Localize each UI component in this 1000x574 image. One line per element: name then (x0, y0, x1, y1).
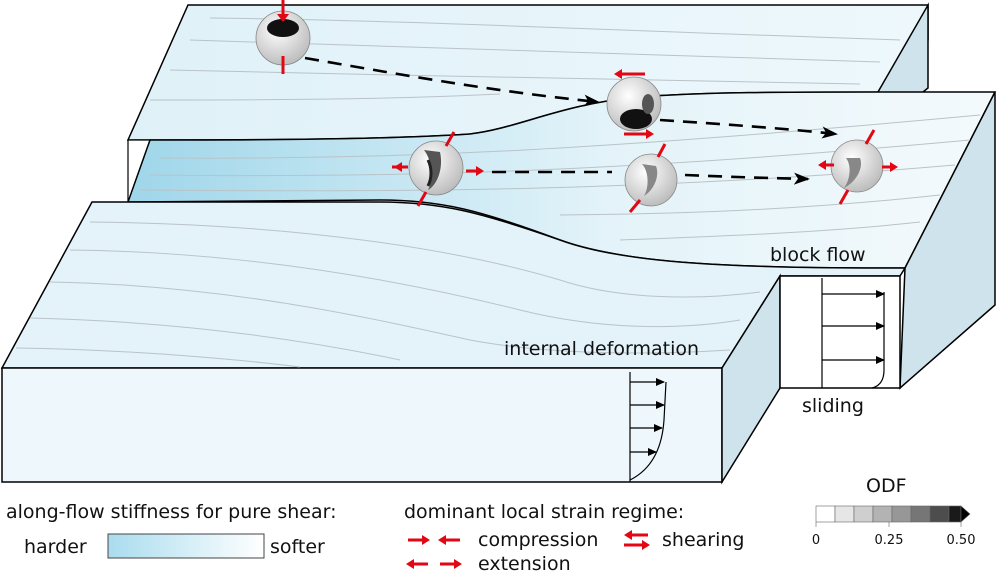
block-flow-label: block flow (770, 244, 866, 266)
block-flow-face (779, 275, 901, 389)
stiffness-colorbar (107, 533, 265, 559)
sliding-label: sliding (802, 395, 864, 417)
stiffness-legend-title: along-flow stiffness for pure shear: (6, 501, 337, 523)
odf-sphere-1 (255, 0, 311, 74)
lower-front-face (1, 367, 723, 483)
internal-deformation-label: internal deformation (504, 338, 699, 360)
internal-deformation-profile (629, 372, 667, 482)
odf-title: ODF (866, 475, 907, 497)
odf-tick-0: 0 (812, 533, 820, 548)
block-flow-profile (821, 278, 885, 389)
harder-label: harder (24, 536, 87, 558)
compression-arrows-icon (408, 535, 460, 545)
shearing-arrows-icon (624, 530, 650, 550)
softer-label: softer (270, 536, 325, 558)
shearing-label: shearing (662, 529, 744, 551)
odf-sphere-3 (392, 131, 484, 207)
odf-colorbar (815, 505, 971, 527)
strain-legend-title: dominant local strain regime: (404, 501, 684, 523)
odf-sphere-5 (818, 129, 898, 205)
compression-label: compression (478, 529, 598, 551)
odf-tick-1: 0.25 (875, 533, 904, 548)
odf-tick-2: 0.50 (947, 533, 976, 548)
extension-label: extension (478, 553, 571, 574)
particle-path-upper (304, 56, 838, 139)
odf-sphere-4 (624, 143, 678, 213)
odf-sphere-2 (606, 69, 662, 139)
extension-arrows-icon (406, 559, 462, 569)
